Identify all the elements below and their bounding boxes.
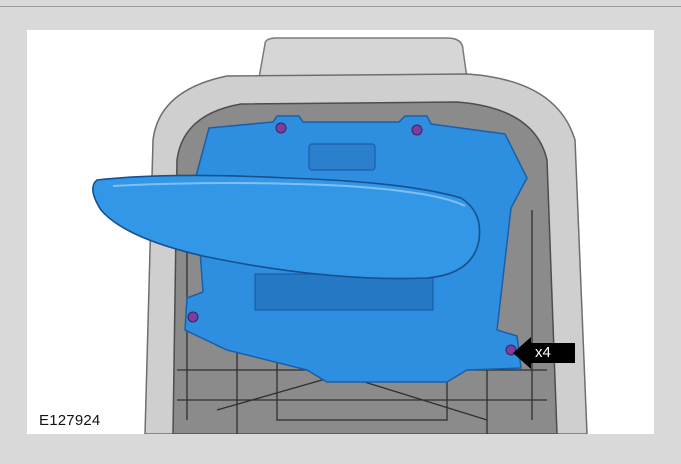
top-divider	[0, 6, 681, 7]
callout-quantity: x4	[535, 344, 551, 361]
seat-back-diagram	[92, 37, 588, 434]
arrow-left-icon	[513, 337, 575, 369]
map-pocket-highlight	[112, 182, 466, 207]
headrest	[258, 37, 468, 79]
panel-lower-slot	[254, 273, 434, 311]
figure-id-label: E127924	[39, 412, 101, 429]
panel-recess	[308, 143, 376, 171]
map-pocket-cover	[92, 174, 481, 280]
screw-icon	[187, 122, 517, 356]
illustration-panel: x4 E127924	[27, 30, 654, 434]
fastener-callout: x4	[513, 337, 575, 369]
